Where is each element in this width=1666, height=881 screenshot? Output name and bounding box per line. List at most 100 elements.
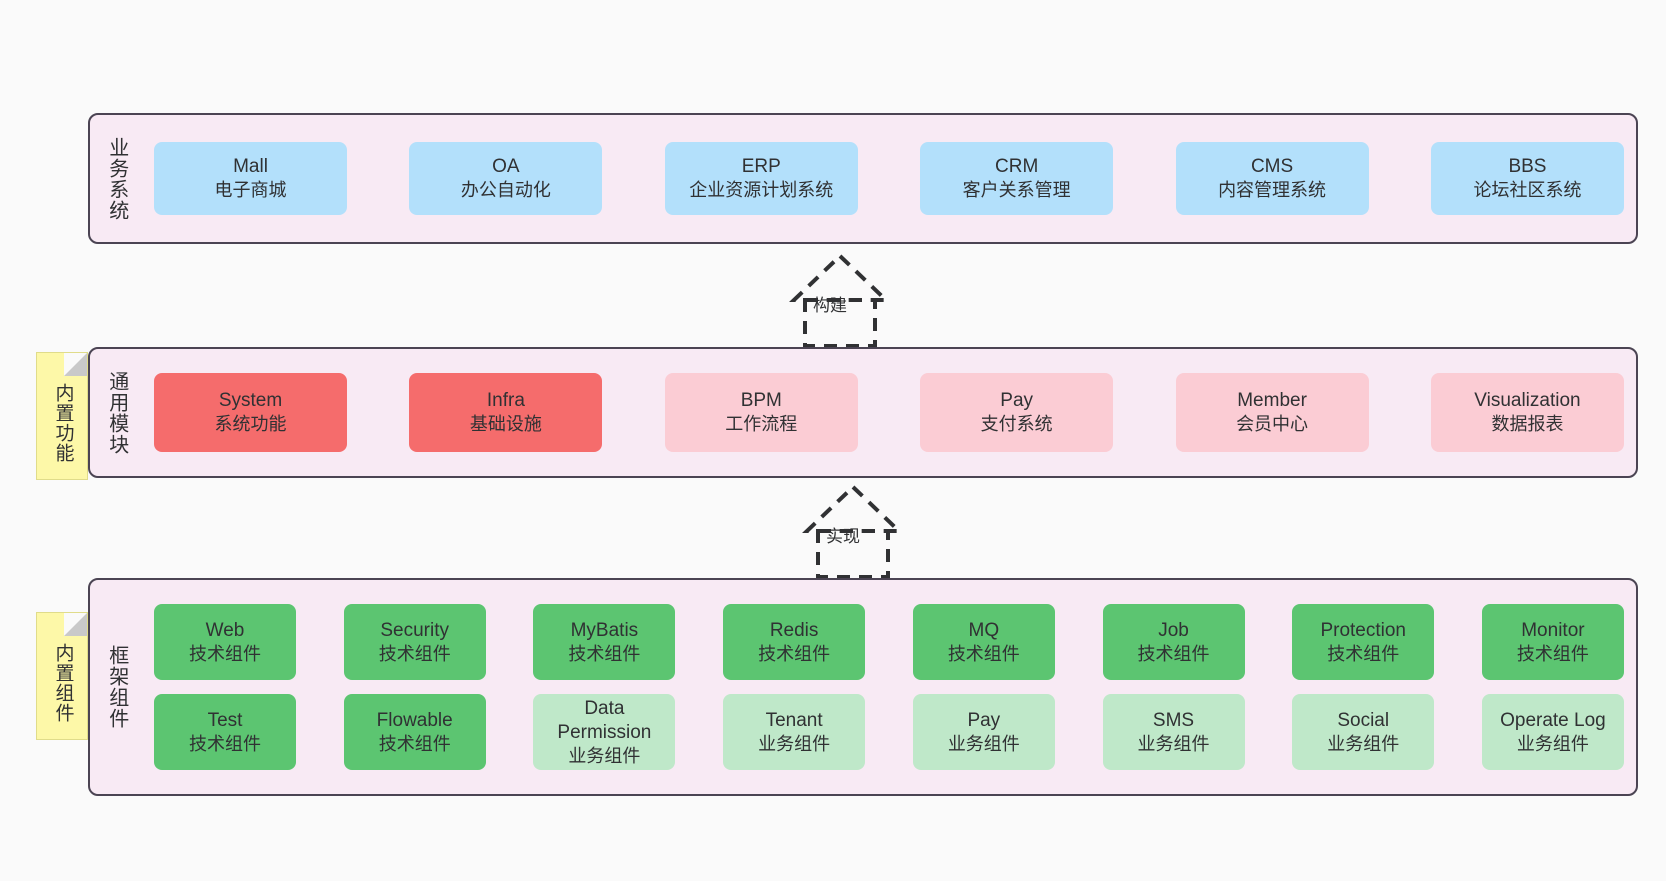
connector-implement-arrow [802,484,904,579]
note-builtin-functions: 内置功能 [36,352,88,480]
card-oa[interactable]: OA 办公自动化 [409,142,603,215]
card-member[interactable]: Member 会员中心 [1175,373,1369,452]
note-builtin-functions-label: 内置功能 [52,383,74,463]
card-mall-subtitle: 电子商城 [214,180,287,201]
card-security[interactable]: Security 技术组件 [343,604,486,680]
card-cms-title: CMS [1250,156,1294,178]
card-visualization-title: Visualization [1474,390,1581,412]
layer-framework-components-body: Web 技术组件 Security 技术组件 MyBatis 技术组件 Redi… [142,580,1636,794]
card-test[interactable]: Test 技术组件 [154,694,296,770]
card-mybatis[interactable]: MyBatis 技术组件 [533,604,676,680]
card-flowable-subtitle: 技术组件 [378,733,451,754]
card-mall[interactable]: Mall 电子商城 [154,142,347,215]
business-card-row: Mall 电子商城 OA 办公自动化 ERP 企业资源计划系统 CRM 客户关系… [154,142,1624,215]
card-bbs[interactable]: BBS 论坛社区系统 [1430,142,1624,215]
card-system-subtitle: 系统功能 [214,414,287,435]
layer-business-system-title: 业务系统 [105,136,128,221]
note-builtin-components-label: 内置组件 [52,643,74,723]
layer-common-modules-body: System 系统功能 Infra 基础设施 BPM 工作流程 Pay 支付系统… [142,349,1636,476]
card-sms-title: SMS [1152,709,1195,731]
card-bpm-title: BPM [740,390,782,412]
card-crm-subtitle: 客户关系管理 [962,180,1071,201]
card-pay-module[interactable]: Pay 支付系统 [920,373,1114,452]
layer-business-system-body: Mall 电子商城 OA 办公自动化 ERP 企业资源计划系统 CRM 客户关系… [142,115,1636,242]
card-infra[interactable]: Infra 基础设施 [409,373,603,452]
connector-implement-label: 实现 [826,527,860,546]
card-system-title: System [218,390,283,412]
card-test-title: Test [207,709,243,731]
card-pay-component-subtitle: 业务组件 [947,733,1020,754]
connector-build-arrow [789,253,891,348]
card-test-subtitle: 技术组件 [189,733,261,754]
card-erp-title: ERP [741,156,781,178]
card-redis-title: Redis [769,619,819,641]
card-monitor-title: Monitor [1521,619,1585,641]
card-bpm[interactable]: BPM 工作流程 [664,373,858,452]
card-oa-title: OA [492,156,520,178]
card-bbs-title: BBS [1508,156,1547,178]
card-operate-log-title: Operate Log [1500,709,1606,731]
card-redis-subtitle: 技术组件 [758,643,831,664]
card-web-title: Web [205,619,245,641]
card-web-subtitle: 技术组件 [189,643,261,664]
card-pay-module-subtitle: 支付系统 [980,414,1053,435]
card-infra-subtitle: 基础设施 [469,414,542,435]
card-data-permission-title: Data Permission [557,697,652,743]
card-mybatis-title: MyBatis [570,619,639,641]
card-monitor-subtitle: 技术组件 [1516,643,1589,664]
card-mall-title: Mall [233,156,268,178]
card-job-subtitle: 技术组件 [1137,643,1210,664]
card-protection[interactable]: Protection 技术组件 [1292,604,1435,680]
card-tenant-title: Tenant [765,709,823,731]
card-sms[interactable]: SMS 业务组件 [1102,694,1245,770]
card-social-subtitle: 业务组件 [1327,733,1400,754]
card-mq-subtitle: 技术组件 [947,643,1020,664]
module-card-row: System 系统功能 Infra 基础设施 BPM 工作流程 Pay 支付系统… [154,373,1624,452]
card-mq[interactable]: MQ 技术组件 [912,604,1055,680]
card-redis[interactable]: Redis 技术组件 [723,604,866,680]
card-oa-subtitle: 办公自动化 [460,180,551,201]
card-crm[interactable]: CRM 客户关系管理 [920,142,1114,215]
card-tenant[interactable]: Tenant 业务组件 [723,694,866,770]
card-system[interactable]: System 系统功能 [154,373,347,452]
connector-build-label: 构建 [813,296,847,315]
card-pay-component-title: Pay [967,709,1001,731]
card-flowable-title: Flowable [376,709,453,731]
note-builtin-components: 内置组件 [36,612,88,740]
card-infra-title: Infra [486,390,525,412]
card-cms-subtitle: 内容管理系统 [1218,180,1327,201]
note-fold-corner-icon [64,613,87,636]
card-erp-subtitle: 企业资源计划系统 [689,180,834,201]
card-protection-title: Protection [1320,619,1406,641]
card-social-title: Social [1337,709,1390,731]
card-pay-module-title: Pay [1000,390,1034,412]
layer-framework-components-title: 框架组件 [105,645,128,729]
card-mq-title: MQ [968,619,1000,641]
layer-business-system: 业务系统 Mall 电子商城 OA 办公自动化 ERP 企业资源计划系统 CRM… [88,113,1638,244]
card-mybatis-subtitle: 技术组件 [568,643,641,664]
note-fold-corner-icon [64,353,87,376]
card-security-subtitle: 技术组件 [378,643,451,664]
card-erp[interactable]: ERP 企业资源计划系统 [664,142,858,215]
card-job[interactable]: Job 技术组件 [1102,604,1245,680]
card-member-title: Member [1237,390,1307,412]
card-operate-log[interactable]: Operate Log 业务组件 [1481,694,1624,770]
card-tenant-subtitle: 业务组件 [758,733,831,754]
card-web[interactable]: Web 技术组件 [154,604,296,680]
card-monitor[interactable]: Monitor 技术组件 [1481,604,1624,680]
card-protection-subtitle: 技术组件 [1327,643,1400,664]
card-pay-component[interactable]: Pay 业务组件 [912,694,1055,770]
card-data-permission[interactable]: Data Permission 业务组件 [533,694,676,770]
card-visualization[interactable]: Visualization 数据报表 [1430,373,1624,452]
connector-build: 构建 [745,252,935,350]
card-job-title: Job [1158,619,1189,641]
framework-tech-row: Web 技术组件 Security 技术组件 MyBatis 技术组件 Redi… [154,604,1624,680]
layer-common-modules: 通用模块 System 系统功能 Infra 基础设施 BPM 工作流程 Pay… [88,347,1638,478]
card-cms[interactable]: CMS 内容管理系统 [1175,142,1369,215]
framework-business-row: Test 技术组件 Flowable 技术组件 Data Permission … [154,694,1624,770]
card-flowable[interactable]: Flowable 技术组件 [343,694,486,770]
card-data-permission-subtitle: 业务组件 [568,745,641,766]
card-visualization-subtitle: 数据报表 [1491,414,1564,435]
card-social[interactable]: Social 业务组件 [1292,694,1435,770]
